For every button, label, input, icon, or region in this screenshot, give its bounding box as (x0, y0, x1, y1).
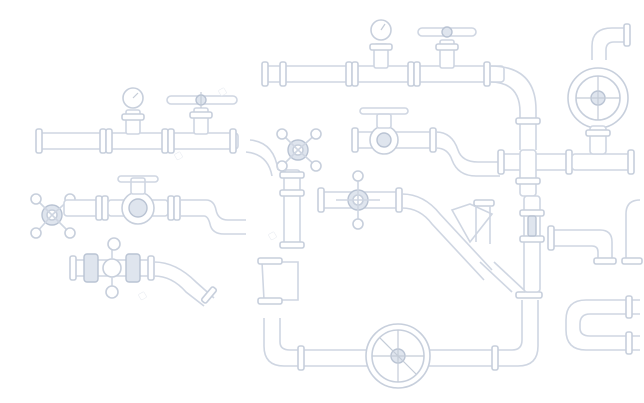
large-handwheel-icon (365, 323, 431, 389)
svg-text:▢: ▢ (136, 289, 148, 302)
center-cross-valve-icon (276, 128, 322, 172)
top-handwheel-icon (417, 26, 477, 69)
angled-pipe-group (401, 193, 495, 281)
handwheel-valve-icon (166, 92, 238, 135)
right-vertical-pipe (479, 195, 545, 293)
gooseneck-pipe (567, 23, 631, 155)
middle-valve-icon (351, 107, 500, 177)
svg-text:▢: ▢ (266, 229, 278, 242)
pressure-gauge-icon (121, 87, 145, 135)
u-bend-pipe-lower (565, 295, 640, 355)
u-bend-pipe-upper (547, 199, 643, 265)
center-vertical-pipe (245, 139, 305, 249)
mid-left-pipe-run (63, 175, 246, 235)
right-t-junction (497, 149, 635, 197)
butterfly-valve-icon (69, 237, 218, 307)
top-left-pipe-run (35, 128, 239, 154)
right-cross-valve-icon (317, 170, 403, 230)
top-gauge-icon (369, 19, 393, 69)
